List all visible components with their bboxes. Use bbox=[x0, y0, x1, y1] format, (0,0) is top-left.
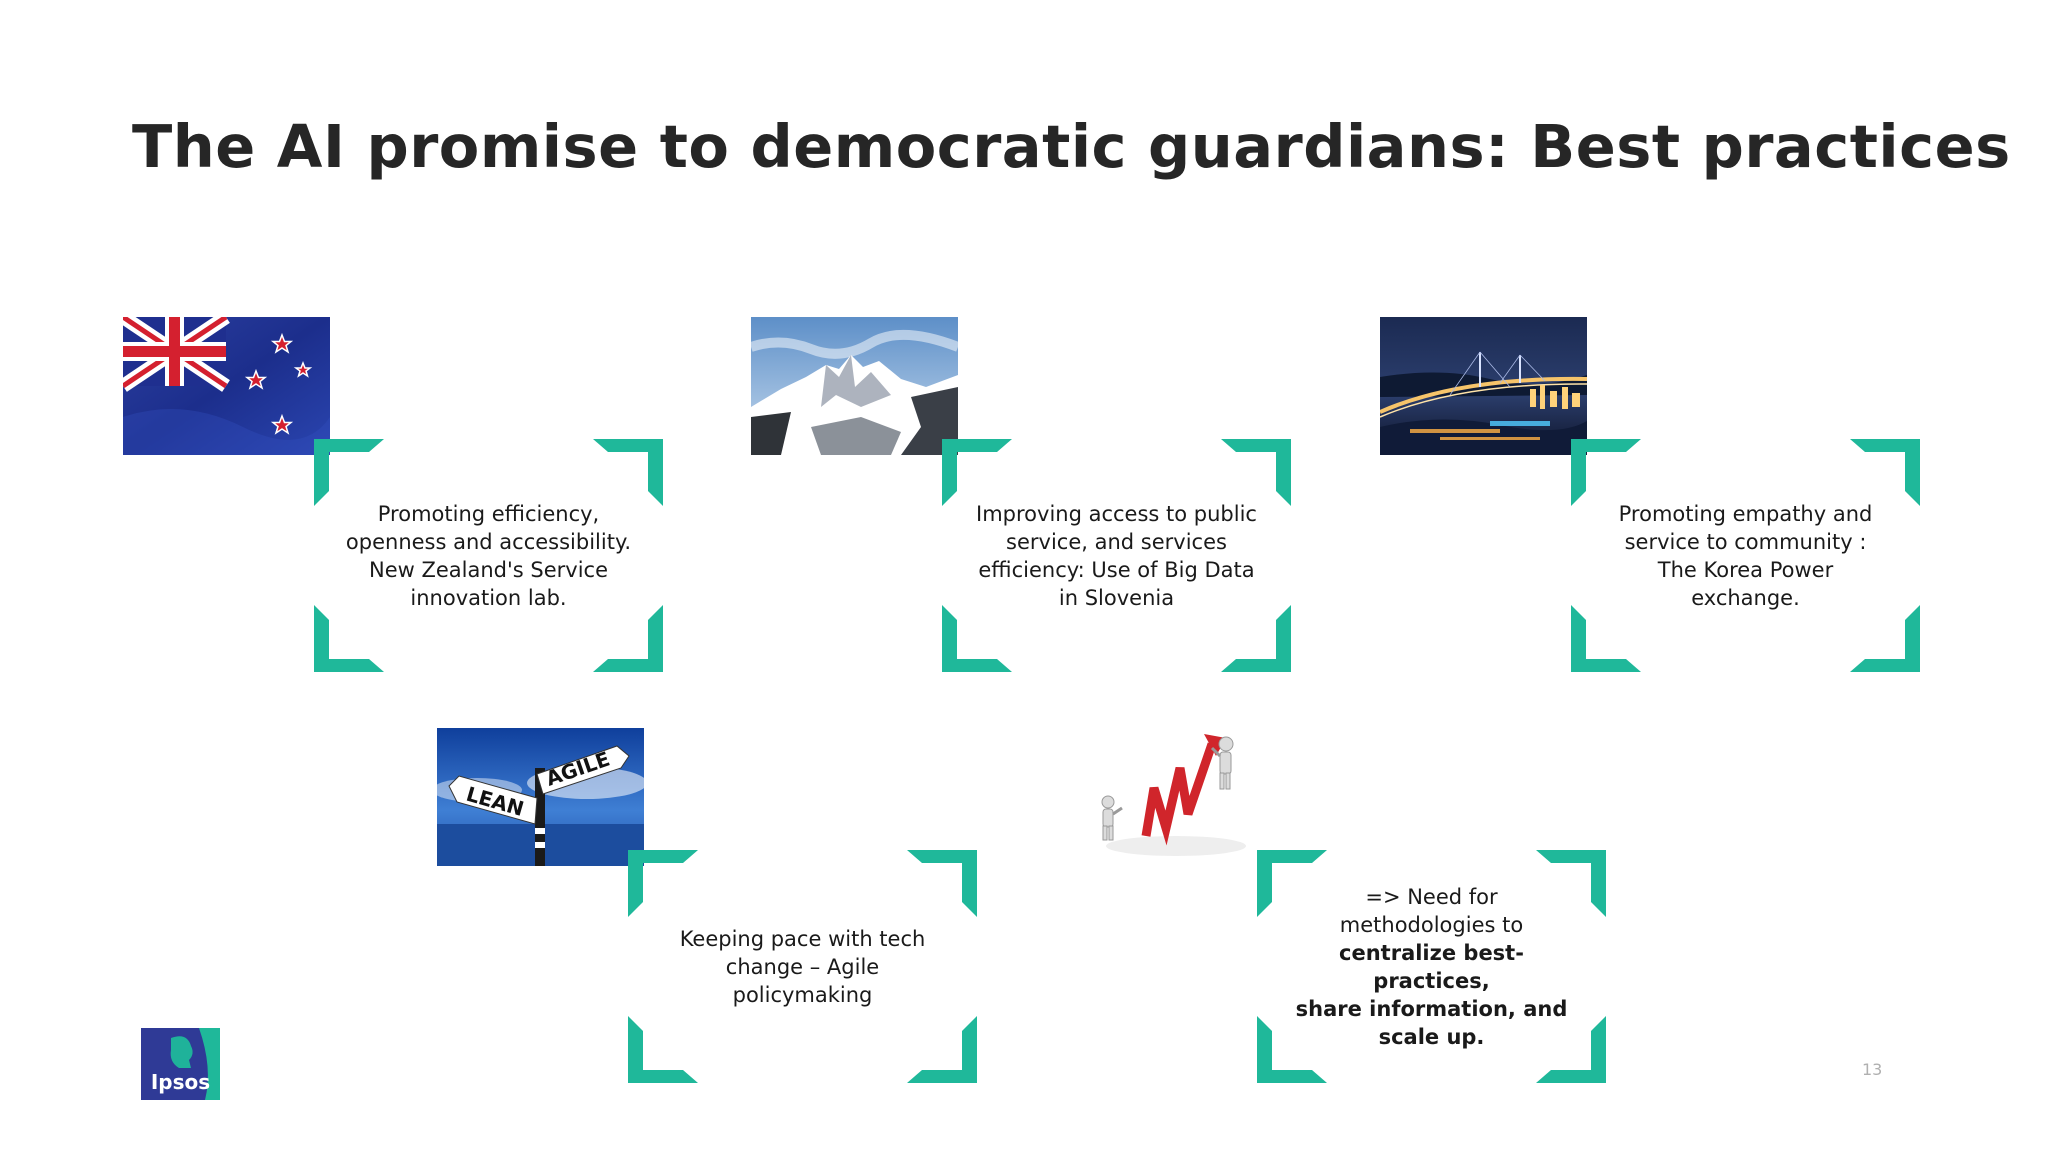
practice-text: Improving access to public service, and … bbox=[976, 501, 1257, 610]
corner-bracket-icon bbox=[1571, 602, 1641, 672]
corner-bracket-icon bbox=[314, 439, 384, 509]
corner-bracket-icon bbox=[1536, 850, 1606, 920]
corner-bracket-icon bbox=[1850, 439, 1920, 509]
lean-agile-signpost-image: AGILE LEAN bbox=[437, 728, 644, 866]
corner-bracket-icon bbox=[1850, 602, 1920, 672]
corner-bracket-icon bbox=[1221, 439, 1291, 509]
slide-title: The AI promise to democratic guardians: … bbox=[132, 112, 2011, 181]
corner-bracket-icon bbox=[1257, 850, 1327, 920]
corner-bracket-icon bbox=[314, 602, 384, 672]
corner-bracket-icon bbox=[907, 850, 977, 920]
new-zealand-flag-image bbox=[123, 317, 330, 455]
corner-bracket-icon bbox=[593, 602, 663, 672]
practice-card-agile: Keeping pace with tech change – Agile po… bbox=[628, 850, 977, 1083]
practice-text: Keeping pace with tech change – Agile po… bbox=[679, 926, 926, 1007]
practice-text: => Need for methodologies to centralize … bbox=[1295, 884, 1568, 1049]
snowy-mountains-image bbox=[751, 317, 958, 455]
ipsos-logo: Ipsos bbox=[141, 1028, 220, 1100]
page-number: 13 bbox=[1862, 1060, 1883, 1079]
corner-bracket-icon bbox=[907, 1013, 977, 1083]
corner-bracket-icon bbox=[1571, 439, 1641, 509]
corner-bracket-icon bbox=[1257, 1013, 1327, 1083]
corner-bracket-icon bbox=[942, 602, 1012, 672]
corner-bracket-icon bbox=[628, 1013, 698, 1083]
night-city-bridge-image bbox=[1380, 317, 1587, 455]
practice-text: Promoting empathy and service to communi… bbox=[1618, 501, 1873, 610]
practice-card-new-zealand: Promoting efficiency, openness and acces… bbox=[314, 439, 663, 672]
corner-bracket-icon bbox=[1221, 602, 1291, 672]
corner-bracket-icon bbox=[1536, 1013, 1606, 1083]
practice-card-korea: Promoting empathy and service to communi… bbox=[1571, 439, 1920, 672]
corner-bracket-icon bbox=[942, 439, 1012, 509]
practice-card-methodologies: => Need for methodologies to centralize … bbox=[1257, 850, 1606, 1083]
growth-arrow-figures-image bbox=[1066, 728, 1266, 866]
practice-card-slovenia: Improving access to public service, and … bbox=[942, 439, 1291, 672]
practice-text: Promoting efficiency, openness and acces… bbox=[345, 501, 632, 610]
corner-bracket-icon bbox=[593, 439, 663, 509]
logo-text: Ipsos bbox=[150, 1070, 211, 1094]
corner-bracket-icon bbox=[628, 850, 698, 920]
